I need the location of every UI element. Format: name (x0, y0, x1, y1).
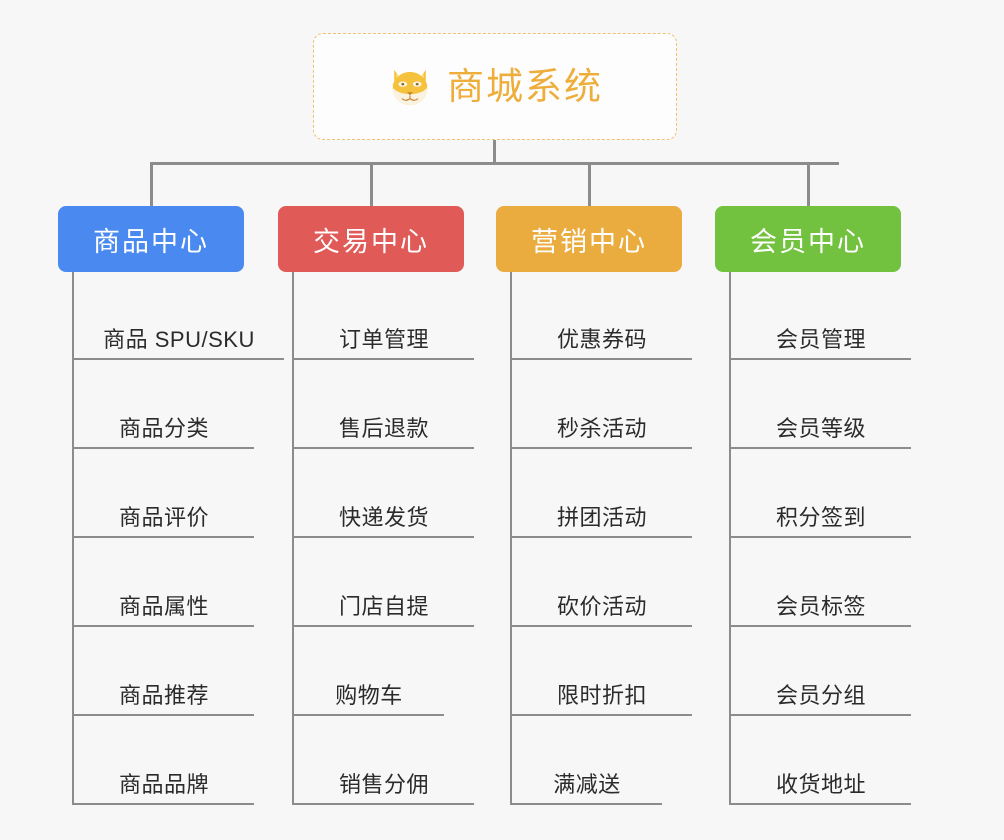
leaf-item[interactable]: 商品品牌 (74, 716, 254, 805)
leaf-item[interactable]: 门店自提 (294, 538, 474, 627)
category-header-trade[interactable]: 交易中心 (278, 206, 464, 272)
leaf-item[interactable]: 商品分类 (74, 360, 254, 449)
leaf-item[interactable]: 商品属性 (74, 538, 254, 627)
leaf-list-marketing: 优惠券码 秒杀活动 拼团活动 砍价活动 限时折扣 满减送 (510, 272, 692, 805)
leaf-item[interactable]: 限时折扣 (512, 627, 692, 716)
leaf-item[interactable]: 销售分佣 (294, 716, 474, 805)
leaf-item[interactable]: 订单管理 (294, 272, 474, 360)
leaf-item[interactable]: 商品 SPU/SKU (74, 272, 284, 360)
branch-drop-connector (370, 164, 373, 206)
leaf-list-trade: 订单管理 售后退款 快递发货 门店自提 购物车 销售分佣 (292, 272, 474, 805)
leaf-item[interactable]: 秒杀活动 (512, 360, 692, 449)
shiba-dog-icon (392, 69, 428, 105)
root-title: 商城系统 (447, 66, 603, 107)
branch-drop-connector (150, 164, 153, 206)
leaf-item[interactable]: 快递发货 (294, 449, 474, 538)
leaf-list-product: 商品 SPU/SKU 商品分类 商品评价 商品属性 商品推荐 商品品牌 (72, 272, 284, 805)
root-stem-connector (493, 140, 496, 164)
leaf-item[interactable]: 满减送 (512, 716, 662, 805)
category-label: 会员中心 (750, 226, 866, 257)
leaf-item[interactable]: 售后退款 (294, 360, 474, 449)
leaf-item[interactable]: 购物车 (294, 627, 444, 716)
leaf-item[interactable]: 砍价活动 (512, 538, 692, 627)
leaf-list-member: 会员管理 会员等级 积分签到 会员标签 会员分组 收货地址 (729, 272, 911, 805)
category-label: 营销中心 (531, 226, 647, 257)
leaf-item[interactable]: 商品推荐 (74, 627, 254, 716)
branch-drop-connector (807, 164, 810, 206)
category-header-product[interactable]: 商品中心 (58, 206, 244, 272)
category-header-member[interactable]: 会员中心 (715, 206, 901, 272)
leaf-item[interactable]: 优惠券码 (512, 272, 692, 360)
leaf-item[interactable]: 会员管理 (731, 272, 911, 360)
category-label: 交易中心 (313, 226, 429, 257)
branch-bus-connector (150, 162, 839, 165)
leaf-item[interactable]: 拼团活动 (512, 449, 692, 538)
leaf-item[interactable]: 会员分组 (731, 627, 911, 716)
root-node-mall-system[interactable]: 商城系统 (313, 33, 677, 140)
leaf-item[interactable]: 会员等级 (731, 360, 911, 449)
leaf-item[interactable]: 积分签到 (731, 449, 911, 538)
leaf-item[interactable]: 商品评价 (74, 449, 254, 538)
leaf-item[interactable]: 会员标签 (731, 538, 911, 627)
category-header-marketing[interactable]: 营销中心 (496, 206, 682, 272)
category-label: 商品中心 (93, 226, 209, 257)
leaf-item[interactable]: 收货地址 (731, 716, 911, 805)
branch-drop-connector (588, 164, 591, 206)
